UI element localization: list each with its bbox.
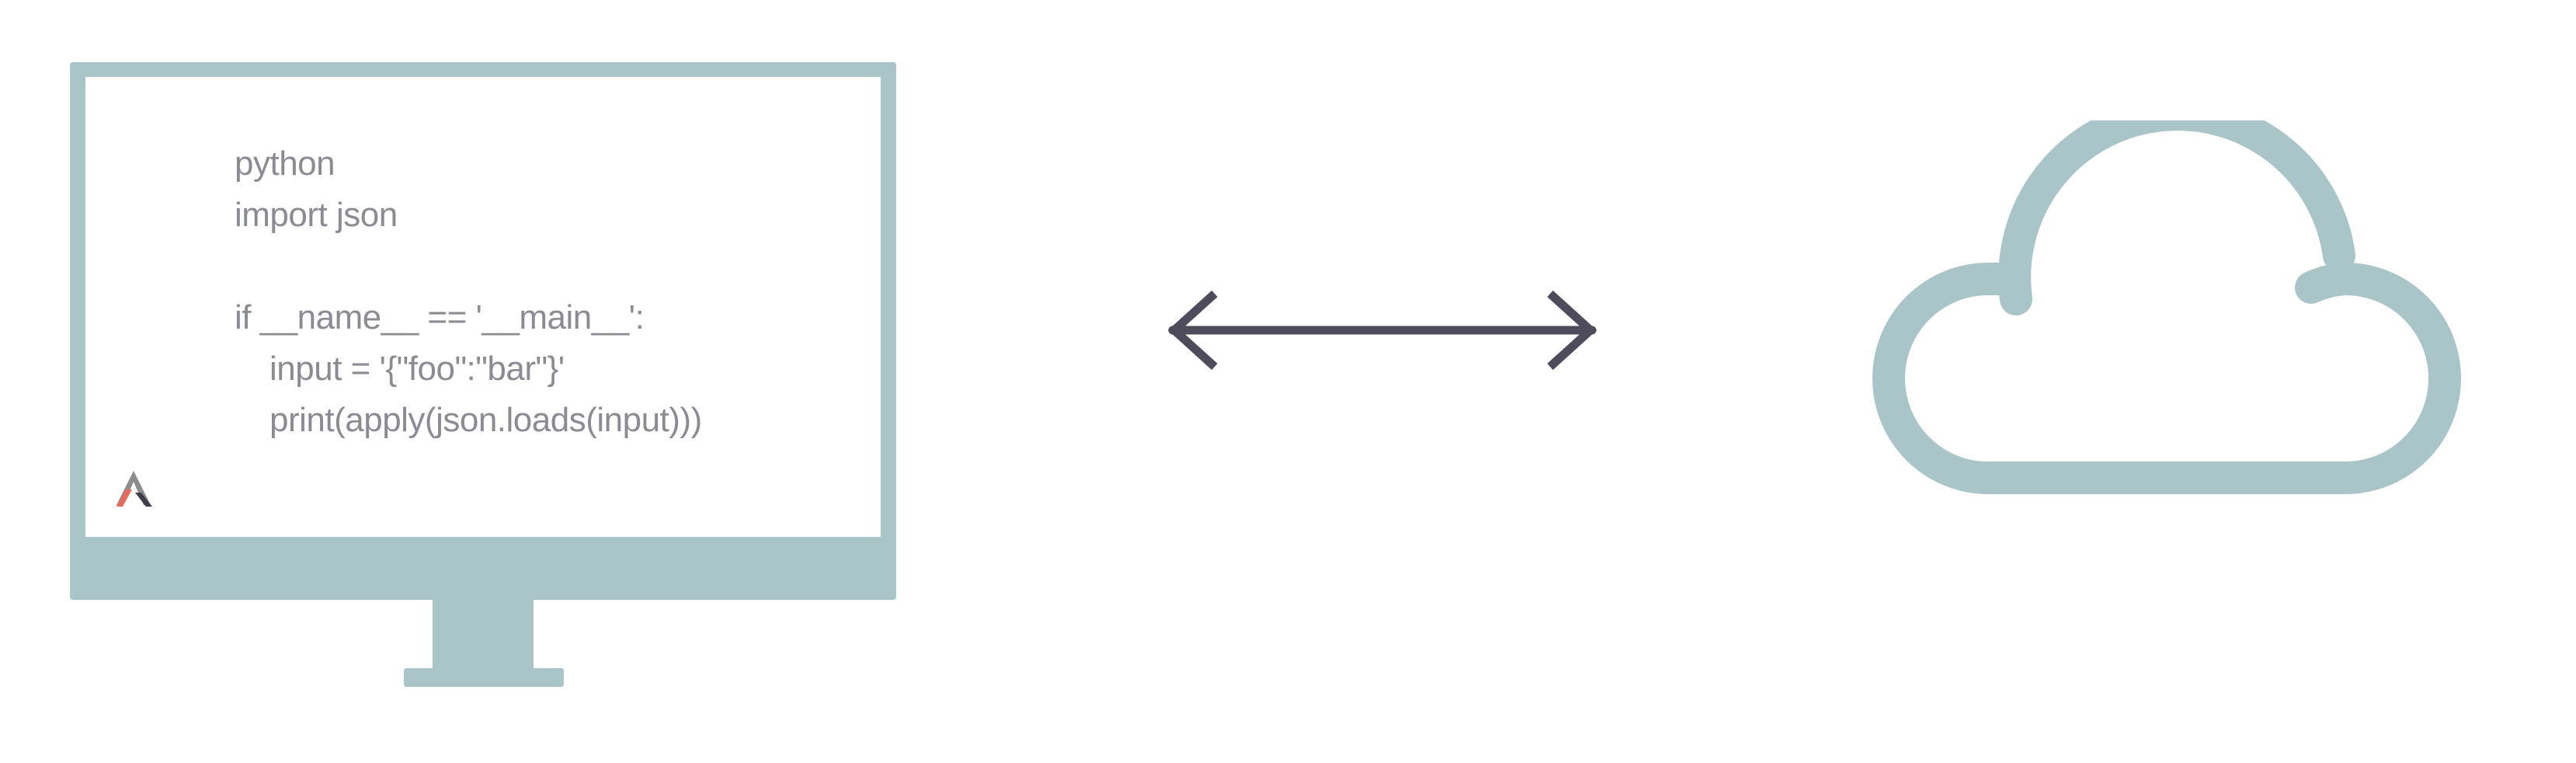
desktop-monitor-icon: python import json if __name__ == '__mai…	[0, 0, 932, 763]
arrow-head-right	[1547, 290, 1597, 371]
cloud-icon	[1872, 120, 2461, 494]
code-line-3	[235, 241, 933, 292]
code-line-2: import json	[235, 196, 398, 234]
code-line-1: python	[235, 145, 335, 183]
code-line-6: print(apply(json.loads(input)))	[269, 401, 702, 439]
logo-red-stroke	[116, 490, 132, 507]
monitor-screen	[85, 77, 881, 537]
code-line-4: if __name__ == '__main__':	[235, 298, 645, 336]
cloud-outline	[1872, 120, 2461, 494]
brand-logo-icon	[115, 469, 154, 508]
bidirectional-arrow-icon	[1167, 290, 1597, 371]
code-snippet: python import json if __name__ == '__mai…	[235, 138, 933, 446]
code-line-5: input = '{"foo":"bar"}'	[269, 350, 565, 388]
arrow-head-left	[1167, 290, 1218, 371]
monitor-stand-neck	[433, 598, 534, 670]
logo-dark-stroke	[135, 493, 152, 507]
monitor-stand-base	[404, 668, 564, 687]
monitor-graphic	[70, 62, 896, 687]
